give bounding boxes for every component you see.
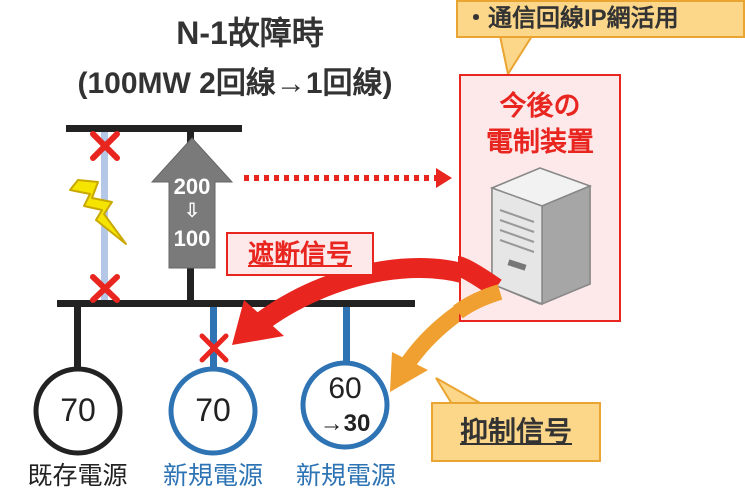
controller-label: 今後の 電制装置 (462, 88, 618, 160)
flow-before-value: 200 (173, 174, 211, 199)
source-new2-label: 新規電源 (295, 462, 396, 490)
callout-pointer-top (498, 35, 534, 77)
feeder-new-1 (210, 307, 217, 371)
upper-busbar (66, 125, 242, 132)
flow-after-value: 100 (173, 226, 211, 251)
callout-pointer-suppress (435, 377, 486, 405)
monitoring-arrow-head (436, 168, 452, 188)
source-new2-reduced: →30 (319, 410, 371, 437)
flow-down-arrow: ⇩ (183, 200, 201, 222)
breaker-open-x-bottom (90, 274, 120, 303)
diagram-title: N-1故障時 (176, 15, 324, 51)
suppress-signal-arrow-head (390, 352, 428, 392)
suppress-signal-label: 抑制信号 (431, 402, 601, 462)
source-new1-label: 新規電源 (162, 462, 263, 490)
lightning-icon (69, 179, 127, 245)
trip-x-new-source (199, 333, 229, 363)
source-circle-new-2 (300, 360, 390, 450)
controller-label-line2: 電制装置 (486, 127, 594, 157)
lower-busbar (57, 300, 415, 307)
source-new2-value: 60 (328, 372, 362, 405)
source-existing-value: 70 (60, 392, 96, 428)
source-new1-value: 70 (195, 392, 231, 428)
breaker-open-x-top (90, 131, 120, 161)
feeder-new-2 (343, 307, 350, 363)
feeder-existing (74, 307, 81, 371)
ip-network-note: ・通信回線IP網活用 (456, 0, 745, 38)
source-circle-new-1 (168, 366, 258, 456)
source-circle-existing (33, 366, 123, 456)
cut-signal-arrow-head (232, 300, 284, 345)
power-flow-arrow (150, 137, 234, 269)
source-existing-label: 既存電源 (27, 462, 128, 490)
controller-label-line1: 今後の (499, 91, 581, 121)
diagram-subtitle: (100MW 2回線→1回線) (77, 67, 393, 100)
cut-signal-label: 遮断信号 (226, 232, 374, 276)
